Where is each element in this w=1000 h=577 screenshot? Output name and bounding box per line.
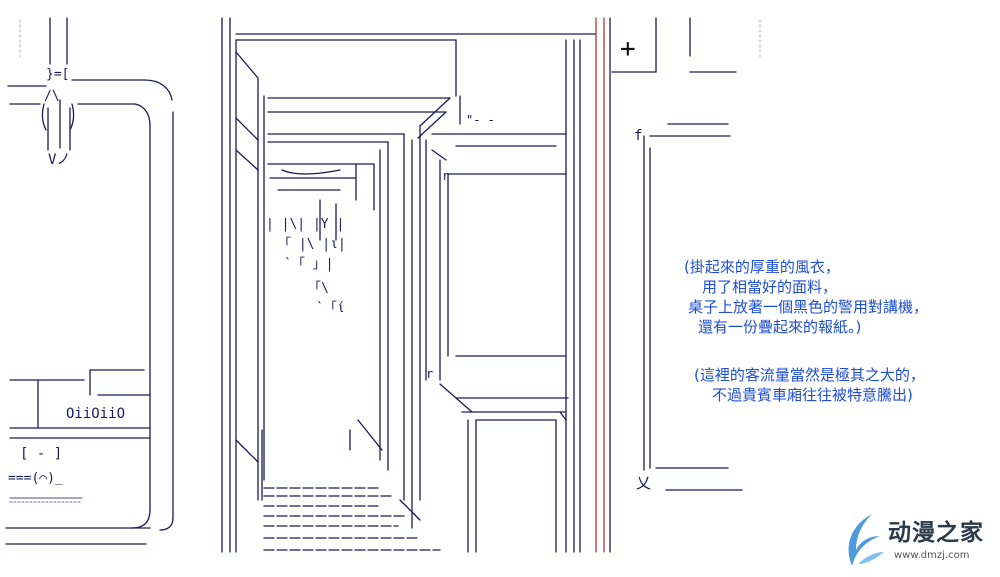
art-stroke [419,97,451,127]
ascii-mark: f [634,128,642,144]
art-stroke [235,117,259,141]
art-curve [41,103,47,131]
ascii-mark: "- - [466,113,495,127]
art-stroke [357,419,383,451]
art-curve [144,79,173,101]
art-stroke [417,111,447,139]
art-curve [281,169,341,175]
ascii-mark: r [426,367,433,381]
ascii-mark: ===(⌒)_ [8,471,63,486]
narration-line-4: 還有一份疊起來的報紙。) [698,318,862,336]
narration-aside-2: 不過貴賓車廂往往被特意騰出) [712,386,913,404]
watermark: 动漫之家 www.dmzj.com [842,512,992,572]
narration-aside-1: (這裡的客流量當然是極其之大的， [694,366,925,384]
ascii-mark: Vノ [48,152,70,168]
ascii-text-marks: }=[ /\ Vノ OiiOiiO [ - ] ===(⌒)_ 乂 f r r "- - | |\| … [8,67,651,492]
art-curve [134,103,151,127]
ascii-mark: OiiOiiO [66,406,125,422]
art-stroke [399,499,421,521]
art-stroke [559,411,567,421]
narration-line-2: 用了相當好的面料， [702,278,838,296]
ascii-mark: }=[ [46,67,69,82]
ascii-mark: /\ [44,89,60,104]
ascii-mark: | |\| |Y | [266,217,344,232]
art-stroke [235,51,259,79]
ascii-mark: 「 |\ |ι| [278,237,346,252]
plus-mark: + [620,34,636,64]
art-curve [159,517,174,531]
narration-line-3: 桌子上放著一個黑色的警用對講機， [688,298,929,316]
art-curve [69,103,75,131]
ascii-line-art [5,17,761,553]
narration-line-1: (掛起來的厚重的風衣， [684,258,840,276]
ascii-mark: [ - ] [20,446,62,462]
ascii-mark: 「\ [308,281,329,296]
ascii-mark: 乂 [636,474,651,492]
ascii-mark: `「ί [316,301,345,316]
watermark-brand: 动漫之家 [888,520,984,546]
art-stroke [431,149,447,161]
art-stroke [235,149,259,171]
art-curve [131,509,151,529]
ascii-mark: r [442,169,449,183]
ascii-mark: `「 」| [284,257,333,272]
watermark-url: www.dmzj.com [894,550,970,561]
watermark-leaf-icon [848,514,884,566]
art-stroke [235,439,259,463]
